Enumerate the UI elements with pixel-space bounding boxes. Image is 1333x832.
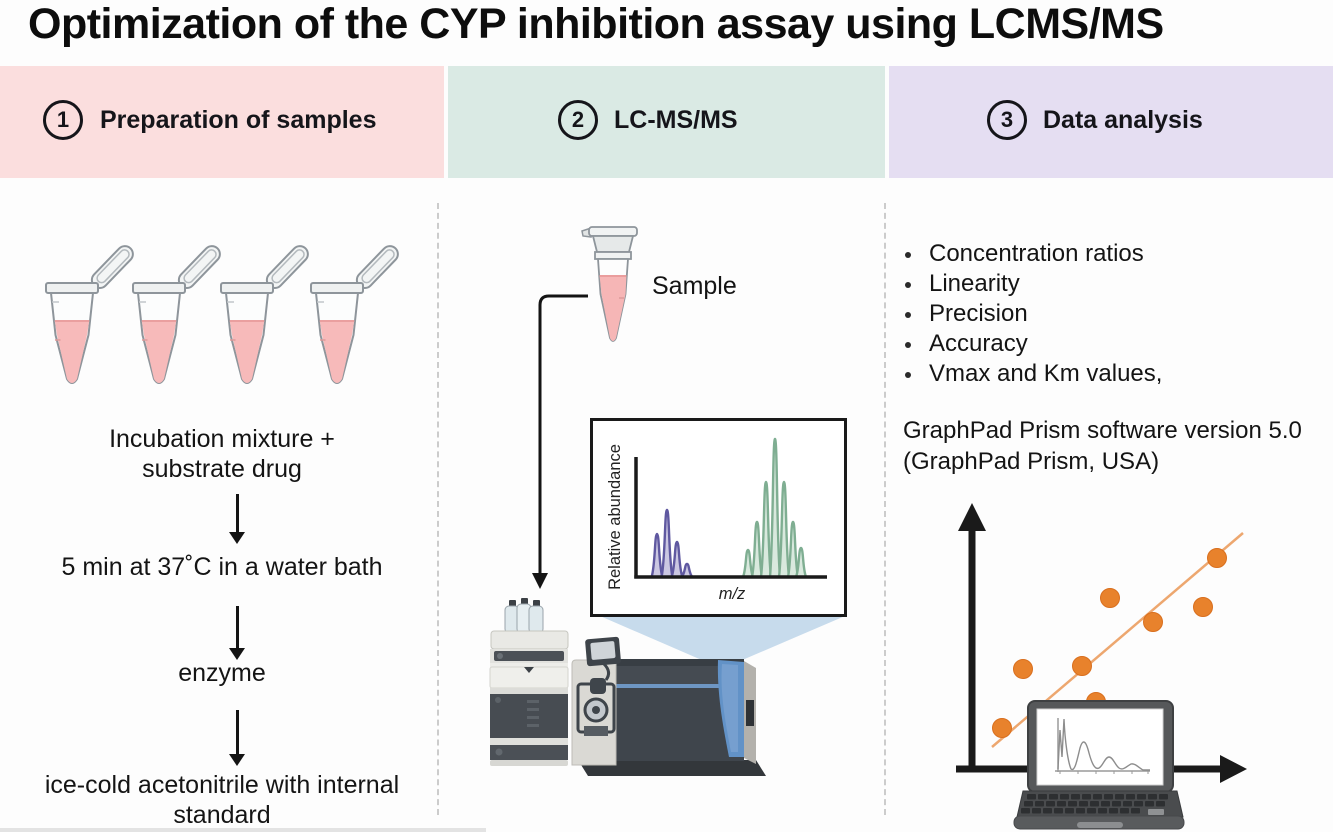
bullet-item: Concentration ratios <box>905 240 1144 268</box>
spectrum-peaks <box>649 437 808 579</box>
scatter-plot <box>956 503 1247 830</box>
bullet-text: Concentration ratios <box>929 240 1144 267</box>
page-title: Optimization of the CYP inhibition assay… <box>28 0 1164 48</box>
down-arrow-icon <box>222 710 252 766</box>
ms-spectrum-chart: Relative abundance m/z <box>606 437 827 603</box>
scatter-point <box>1143 612 1163 632</box>
laptop-keyboard <box>1021 794 1168 814</box>
ms-spectrum-panel: Relative abundance m/z <box>590 418 847 617</box>
scatter-points <box>992 548 1227 738</box>
bullet-text: Precision <box>929 300 1028 327</box>
bullet-icon <box>905 312 911 318</box>
spectrum-xlabel: m/z <box>719 585 746 603</box>
column-divider <box>884 203 886 815</box>
mass-spectrometer-icon <box>571 636 756 766</box>
down-arrow-icon <box>222 606 252 660</box>
band-data-analysis <box>889 66 1333 178</box>
bullet-item: Vmax and Km values, <box>905 360 1162 388</box>
spectrum-peak <box>750 520 764 579</box>
microcentrifuge-tube-icon <box>220 241 313 384</box>
spectrum-ylabel: Relative abundance <box>606 444 624 590</box>
spectrum-peak <box>649 532 665 579</box>
sample-tubes-row <box>45 241 403 384</box>
scatter-point <box>992 718 1012 738</box>
bullet-text: Accuracy <box>929 330 1028 357</box>
flow-step-text: 5 min at 37˚C in a water bath <box>61 553 383 581</box>
bullet-item: Accuracy <box>905 330 1028 358</box>
spectrum-peak <box>759 480 773 579</box>
bullet-item: Precision <box>905 300 1028 328</box>
microcentrifuge-tube-icon <box>310 241 403 384</box>
step-3-label: Data analysis <box>1043 106 1203 134</box>
spectrum-peak <box>678 562 696 579</box>
sample-tube-icon <box>581 226 638 342</box>
lcms-instrument <box>489 598 766 776</box>
step-2-circle: 2 <box>558 100 598 140</box>
spectrum-peak <box>794 546 808 579</box>
spectrum-peak <box>777 480 791 579</box>
step-3-circle: 3 <box>987 100 1027 140</box>
laptop-icon <box>1013 700 1185 830</box>
image-edge-artifact <box>0 828 486 832</box>
up-arrow-icon <box>958 503 986 531</box>
down-arrow-icon <box>222 494 252 544</box>
down-arrow-icon <box>532 573 548 589</box>
sample-label: Sample <box>652 272 737 300</box>
scatter-point <box>1013 659 1033 679</box>
bullet-text: Vmax and Km values, <box>929 360 1163 387</box>
flow-step-text: Incubation mixture + substrate drug <box>109 425 335 483</box>
bullet-icon <box>905 252 911 258</box>
spectrum-peak <box>669 540 685 579</box>
laptop-chart <box>1055 718 1150 774</box>
column-divider <box>437 203 439 815</box>
right-arrow-icon <box>1220 755 1247 783</box>
microcentrifuge-tube-icon <box>132 241 225 384</box>
step-1-number: 1 <box>56 107 70 132</box>
step-1-label: Preparation of samples <box>100 106 377 134</box>
spectrum-peak <box>660 508 674 579</box>
hplc-stack-icon <box>489 598 569 766</box>
scatter-point <box>1100 588 1120 608</box>
step-3-number: 3 <box>1000 107 1014 132</box>
mass-spec-base <box>578 760 766 776</box>
spectrum-peak <box>741 548 755 579</box>
software-note: GraphPad Prism software version 5.0 (Gra… <box>903 417 1302 475</box>
bullet-icon <box>905 282 911 288</box>
spectrum-peak <box>768 437 782 579</box>
step-2-number: 2 <box>571 107 585 132</box>
flow-step-text: ice-cold acetonitrile with internal stan… <box>44 771 400 829</box>
scatter-point <box>1072 656 1092 676</box>
spectrum-peak <box>786 520 800 579</box>
step-2-label: LC-MS/MS <box>614 106 738 134</box>
flow-step-text: enzyme <box>178 659 266 687</box>
microcentrifuge-tube-icon <box>45 241 138 384</box>
band-lcms <box>448 66 885 178</box>
bullet-item: Linearity <box>905 270 1020 298</box>
step-1-circle: 1 <box>43 100 83 140</box>
bullet-text: Linearity <box>929 270 1020 297</box>
bullet-icon <box>905 372 911 378</box>
scatter-point <box>1207 548 1227 568</box>
bullet-icon <box>905 342 911 348</box>
scatter-point <box>1193 597 1213 617</box>
